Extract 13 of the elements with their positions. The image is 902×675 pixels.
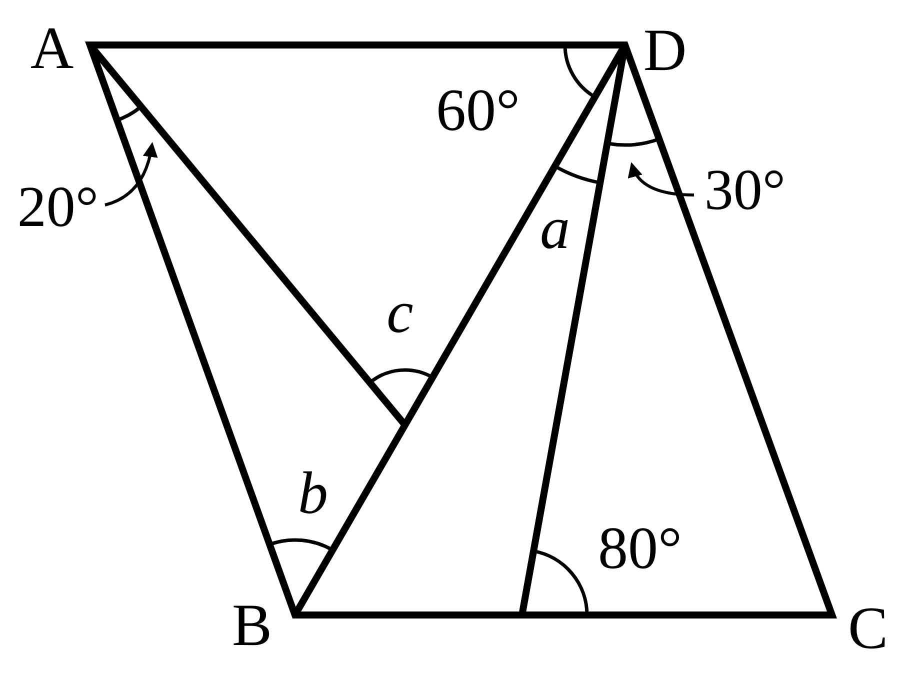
angle-variable: c	[386, 282, 414, 342]
figure-label: A	[30, 18, 74, 78]
figure-label: D	[643, 20, 687, 80]
angle-variable: b	[298, 463, 328, 523]
figure-label: C	[848, 598, 888, 658]
leader-arrow	[628, 162, 694, 196]
figure-label: 60°	[436, 80, 520, 140]
angle-label: 30°	[704, 161, 786, 219]
angle-variable: a	[540, 198, 570, 258]
angle-label: 20°	[17, 178, 99, 236]
figure-label: 80°	[598, 518, 682, 578]
figure-label: B	[232, 595, 272, 655]
leader-arrow	[104, 142, 158, 206]
